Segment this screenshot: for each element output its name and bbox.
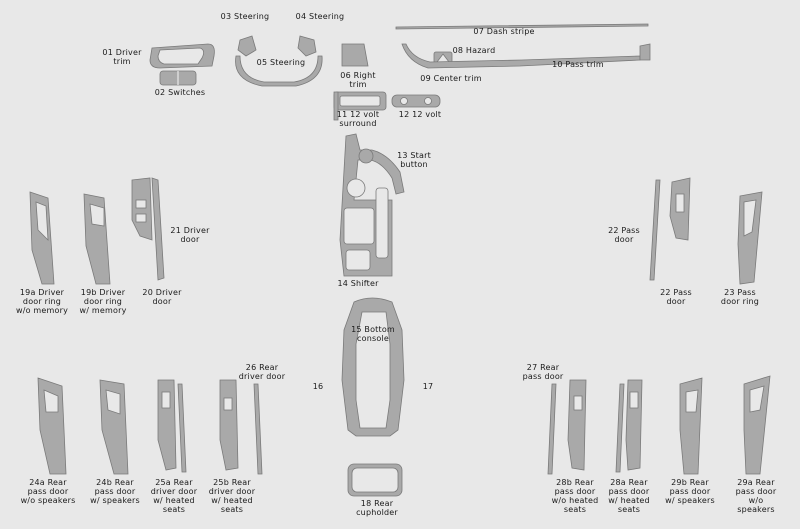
label-19b-door-ring: 19b Driver door ring w/ memory <box>79 288 127 315</box>
label-18-rear-cupholder: 18 Rear cupholder <box>356 499 398 517</box>
part-06-right-trim <box>341 43 369 67</box>
label-12-12volt: 12 12 volt <box>398 110 442 119</box>
label-08-hazard: 08 Hazard <box>452 46 496 55</box>
label-07-dash-stripe: 07 Dash stripe <box>473 27 535 36</box>
label-28a-rear-pass-door: 28a Rear pass door w/ heated seats <box>608 478 650 514</box>
label-26-rear-driver-door: 26 Rear driver door <box>238 363 286 381</box>
part-22a-pass-door <box>649 179 661 281</box>
label-06-right-trim: 06 Right trim <box>340 71 376 89</box>
label-10-pass-trim: 10 Pass trim <box>552 60 604 69</box>
part-21-driver-door <box>151 177 165 281</box>
label-16: 16 <box>312 382 324 391</box>
part-27-rear-pass-door <box>547 383 557 475</box>
label-20-driver-door: 20 Driver door <box>142 288 182 306</box>
part-03-steering <box>237 35 257 57</box>
label-28b-rear-pass-door: 28b Rear pass door w/o heated seats <box>551 478 599 514</box>
part-05-steering <box>235 55 323 87</box>
part-26-rear-driver-door <box>253 383 263 475</box>
label-24a-rear-pass-door: 24a Rear pass door w/o speakers <box>20 478 76 505</box>
label-02-switches: 02 Switches <box>154 88 206 97</box>
part-19a-door-ring <box>29 191 55 285</box>
label-29a-rear-pass-door: 29a Rear pass door w/o speakers <box>735 478 777 514</box>
part-20-driver-door <box>131 177 153 241</box>
label-05-steering: 05 Steering <box>256 58 306 67</box>
label-23-pass-door-ring: 23 Pass door ring <box>720 288 760 306</box>
label-29b-rear-pass-door: 29b Rear pass door w/ speakers <box>665 478 715 505</box>
label-04-steering: 04 Steering <box>295 12 345 21</box>
part-07-dash-stripe <box>395 23 649 30</box>
label-22b-pass-door: 22 Pass door <box>660 288 692 306</box>
part-13-start-button <box>358 148 374 164</box>
label-11-12volt-surround: 11 12 volt surround <box>336 110 380 128</box>
part-04-steering <box>297 35 317 57</box>
part-24a-rear-pass-door <box>37 377 67 475</box>
label-13-start-button: 13 Start button <box>397 151 431 169</box>
label-22a-pass-door: 22 Pass door <box>608 226 640 244</box>
label-19a-door-ring: 19a Driver door ring w/o memory <box>15 288 69 315</box>
label-25a-rear-driver-door: 25a Rear driver door w/ heated seats <box>150 478 198 514</box>
part-12-12volt <box>391 94 441 108</box>
part-25b-rear-driver-door <box>219 379 239 471</box>
label-17: 17 <box>422 382 434 391</box>
part-10-pass-trim <box>639 43 651 61</box>
label-03-steering: 03 Steering <box>220 12 270 21</box>
label-14-shifter: 14 Shifter <box>337 279 379 288</box>
part-28b-rear-pass-door <box>567 379 587 471</box>
label-25b-rear-driver-door: 25b Rear driver door w/ heated seats <box>208 478 256 514</box>
label-15-bottom-console: 15 Bottom console <box>351 325 395 343</box>
part-01-hole <box>157 47 204 65</box>
label-09-center-trim: 09 Center trim <box>420 74 482 83</box>
label-01-driver-trim: 01 Driver trim <box>102 48 142 66</box>
label-27-rear-pass-door: 27 Rear pass door <box>522 363 564 381</box>
label-21-driver-door: 21 Driver door <box>170 226 210 244</box>
label-24b-rear-pass-door: 24b Rear pass door w/ speakers <box>90 478 140 505</box>
